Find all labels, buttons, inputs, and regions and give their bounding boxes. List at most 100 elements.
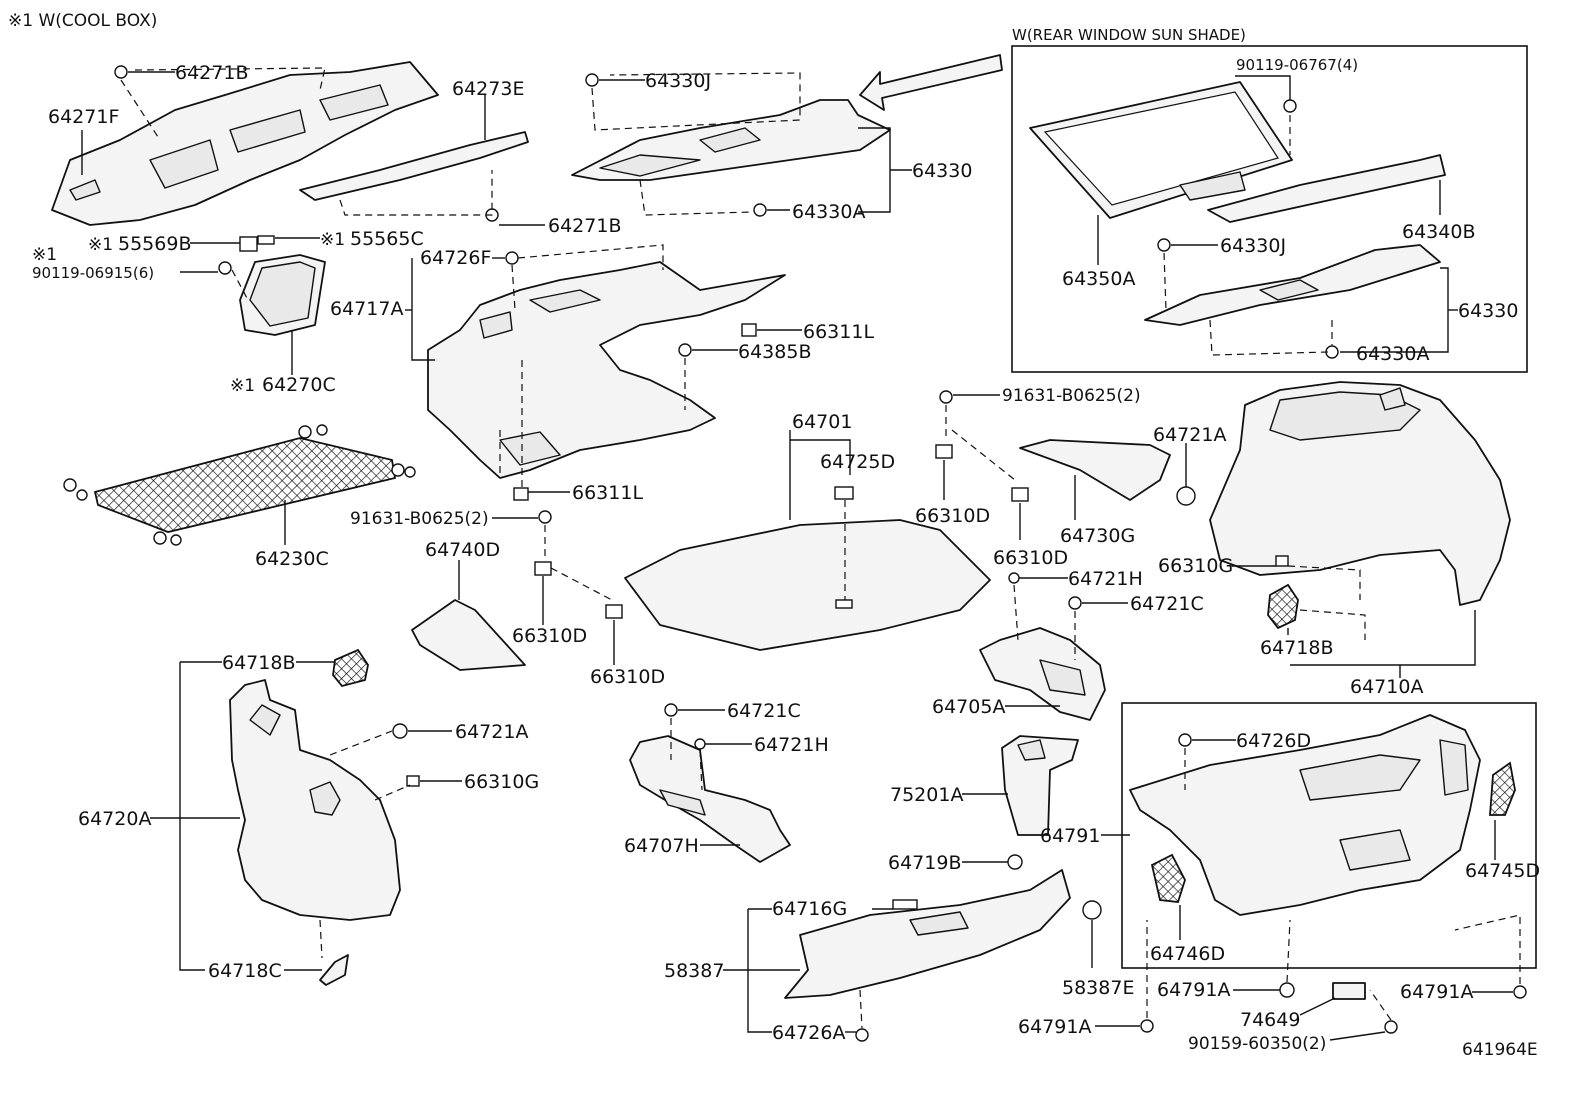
- ref-55565C: ※1: [320, 230, 345, 250]
- part-55569B-clip: [239, 236, 258, 252]
- label-64746D: 64746D: [1150, 943, 1225, 965]
- label-64330A-r: 64330A: [1356, 343, 1429, 365]
- part-64710A-side-trim: [1209, 381, 1511, 606]
- label-64726F: 64726F: [420, 247, 491, 269]
- label-64718B-r: 64718B: [1260, 637, 1333, 659]
- note-sun-shade: W(REAR WINDOW SUN SHADE): [1012, 26, 1246, 44]
- label-64726D: 64726D: [1236, 730, 1311, 752]
- part-64719B-clip: [1007, 854, 1023, 870]
- label-64230C: 64230C: [255, 548, 329, 570]
- part-64721H-clip-m: [694, 738, 706, 750]
- label-64270C: 64270C: [262, 374, 336, 396]
- part-64746D-grille: [1150, 853, 1186, 903]
- label-66311L-top: 66311L: [803, 321, 874, 343]
- sun-shade-frame: [1011, 45, 1528, 373]
- part-64330J-clip-r: [1157, 238, 1171, 252]
- label-64705A: 64705A: [932, 696, 1005, 718]
- label-90119-06915: 90119-06915(6): [32, 264, 154, 282]
- label-64721C-r: 64721C: [1130, 593, 1204, 615]
- label-64330-r: 64330: [1458, 300, 1518, 322]
- part-64721H-clip-r: [1008, 572, 1020, 584]
- label-64791A-2: 64791A: [1400, 981, 1473, 1003]
- part-64717A-rear-panel-trim: [427, 261, 786, 479]
- part-64725D-patch-lower: [835, 599, 853, 609]
- part-64740D-lid: [411, 599, 526, 671]
- label-641964E: 641964E: [1462, 1040, 1538, 1060]
- ref-64270C: ※1: [230, 376, 255, 396]
- label-66310D-3: 66310D: [915, 505, 990, 527]
- part-58387-sill-trim: [784, 869, 1071, 999]
- label-64385B: 64385B: [738, 341, 811, 363]
- label-64719B: 64719B: [888, 852, 961, 874]
- label-90119-06767: 90119-06767(4): [1236, 56, 1358, 74]
- part-64330J-clip: [585, 73, 599, 87]
- label-64271B-mid: 64271B: [548, 215, 621, 237]
- part-64721A-clip-l: [392, 723, 408, 739]
- label-64271B-top: 64271B: [175, 62, 248, 84]
- label-64701: 64701: [792, 411, 852, 433]
- label-64707H: 64707H: [624, 835, 699, 857]
- part-55565C-clip: [257, 235, 275, 245]
- label-75201A: 75201A: [890, 784, 963, 806]
- part-64273E-cover-strip: [299, 131, 529, 201]
- part-66310G-clip-r: [1275, 555, 1289, 567]
- part-64726A-clip: [855, 1028, 869, 1042]
- label-64721A-r: 64721A: [1153, 424, 1226, 446]
- part-64726D-clip: [1178, 733, 1192, 747]
- label-64720A: 64720A: [78, 808, 151, 830]
- part-90119-06767-bolt: [1283, 99, 1297, 113]
- part-64707H-bracket: [629, 735, 791, 863]
- part-64725D-patch: [834, 486, 854, 500]
- part-64330-tray-with-shade: [1144, 244, 1441, 326]
- label-64725D: 64725D: [820, 451, 895, 473]
- part-66310D-clip-2: [605, 604, 623, 619]
- label-66311L-bot: 66311L: [572, 482, 643, 504]
- part-64791-back-panel-trim: [1129, 714, 1481, 916]
- part-91631-B0625-bolt-a: [538, 510, 552, 524]
- part-64791A-clip-3: [1140, 1019, 1154, 1033]
- part-64350A-sun-shade: [1029, 81, 1293, 219]
- part-64701-floor-mat: [624, 519, 991, 651]
- part-64718B-grille-r: [1267, 583, 1299, 630]
- label-55569B: 55569B: [118, 233, 191, 255]
- part-64721C-clip-m: [664, 703, 678, 717]
- label-64721A-l: 64721A: [455, 721, 528, 743]
- part-66310D-clip-1: [534, 561, 552, 576]
- label-66310D-4: 66310D: [993, 547, 1068, 569]
- part-58387E-cushion: [1082, 900, 1102, 920]
- part-64791A-clip-2: [1513, 985, 1527, 999]
- label-64350A: 64350A: [1062, 268, 1135, 290]
- part-66310D-clip-4: [1011, 487, 1029, 502]
- label-64330J-r: 64330J: [1220, 235, 1286, 257]
- label-91631-B0625-b: 91631-B0625(2): [1002, 386, 1141, 406]
- part-91631-B0625-bolt-b: [939, 390, 953, 404]
- label-64721H-r: 64721H: [1068, 568, 1143, 590]
- part-64721A-clip-r: [1176, 486, 1196, 506]
- part-64721C-clip-r: [1068, 596, 1082, 610]
- part-64271B-clip-top: [114, 65, 128, 79]
- arrow-indicator: [859, 54, 1003, 111]
- part-64330A-clip: [753, 203, 767, 217]
- label-58387E: 58387E: [1062, 977, 1134, 999]
- label-64273E: 64273E: [452, 78, 524, 100]
- label-64330A: 64330A: [792, 201, 865, 223]
- part-64718C-cover: [319, 954, 349, 986]
- part-66310G-clip-l: [406, 775, 420, 787]
- part-64271F-cool-box-cover: [51, 61, 439, 226]
- label-64730G: 64730G: [1060, 525, 1135, 547]
- label-91631-B0625-a: 91631-B0625(2): [350, 509, 489, 529]
- ref-90119-06915: ※1: [32, 245, 57, 265]
- label-64330: 64330: [912, 160, 972, 182]
- label-64271F: 64271F: [48, 106, 119, 128]
- label-66310D-2: 66310D: [590, 666, 665, 688]
- part-90119-06915-bolt: [218, 261, 232, 275]
- label-66310D-1: 66310D: [512, 625, 587, 647]
- part-66310D-clip-3: [935, 444, 953, 459]
- part-64270C-cool-box: [239, 254, 326, 336]
- part-64230C-cargo-net: [63, 424, 416, 546]
- part-64730G-cover: [1019, 439, 1171, 501]
- part-66311L-clip-bot: [513, 487, 529, 501]
- part-64716G-clip: [892, 899, 918, 910]
- label-64791A-1: 64791A: [1157, 979, 1230, 1001]
